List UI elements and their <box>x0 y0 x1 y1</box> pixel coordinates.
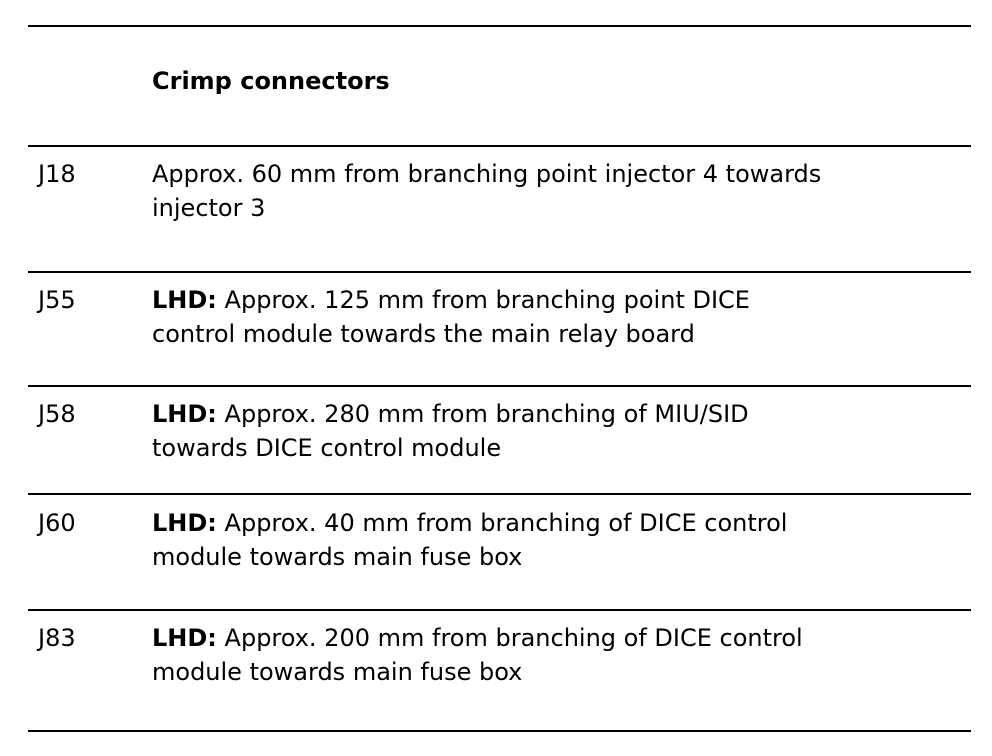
description-text: Approx. 125 mm from branching point DICE <box>216 286 750 314</box>
description-line-1: LHD: Approx. 280 mm from branching of MI… <box>152 397 962 431</box>
description-line-2: towards DICE control module <box>152 434 502 462</box>
description-line-2: module towards main fuse box <box>152 543 523 571</box>
table-heading: Crimp connectors <box>152 67 390 95</box>
row-divider <box>28 493 971 495</box>
description-prefix: LHD: <box>152 400 217 428</box>
description-line-2: control module towards the main relay bo… <box>152 320 695 348</box>
connector-description: LHD: Approx. 280 mm from branching of MI… <box>152 397 962 465</box>
description-line-1: LHD: Approx. 125 mm from branching point… <box>152 283 962 317</box>
row-divider <box>28 145 971 147</box>
description-text: Approx. 200 mm from branching of DICE co… <box>216 624 803 652</box>
description-prefix: LHD: <box>152 286 217 314</box>
row-divider <box>28 271 971 273</box>
description-line-2: module towards main fuse box <box>152 658 523 686</box>
connector-code: J55 <box>38 286 76 314</box>
description-line-1: Approx. 60 mm from branching point injec… <box>152 157 962 191</box>
description-text: Approx. 280 mm from branching of MIU/SID <box>216 400 749 428</box>
row-divider <box>28 609 971 611</box>
connector-code: J58 <box>38 400 76 428</box>
connector-description: Approx. 60 mm from branching point injec… <box>152 157 962 225</box>
description-line-1: LHD: Approx. 40 mm from branching of DIC… <box>152 506 962 540</box>
bottom-rule <box>28 730 971 732</box>
row-divider <box>28 385 971 387</box>
description-line-1: LHD: Approx. 200 mm from branching of DI… <box>152 621 962 655</box>
connector-description: LHD: Approx. 40 mm from branching of DIC… <box>152 506 962 574</box>
top-rule <box>28 25 971 27</box>
description-text: Approx. 60 mm from branching point injec… <box>152 160 822 188</box>
connector-code: J60 <box>38 509 76 537</box>
connector-description: LHD: Approx. 125 mm from branching point… <box>152 283 962 351</box>
description-line-2: injector 3 <box>152 194 266 222</box>
description-text: Approx. 40 mm from branching of DICE con… <box>216 509 788 537</box>
connector-code: J18 <box>38 160 76 188</box>
connector-description: LHD: Approx. 200 mm from branching of DI… <box>152 621 962 689</box>
description-prefix: LHD: <box>152 624 217 652</box>
connector-code: J83 <box>38 624 76 652</box>
description-prefix: LHD: <box>152 509 217 537</box>
